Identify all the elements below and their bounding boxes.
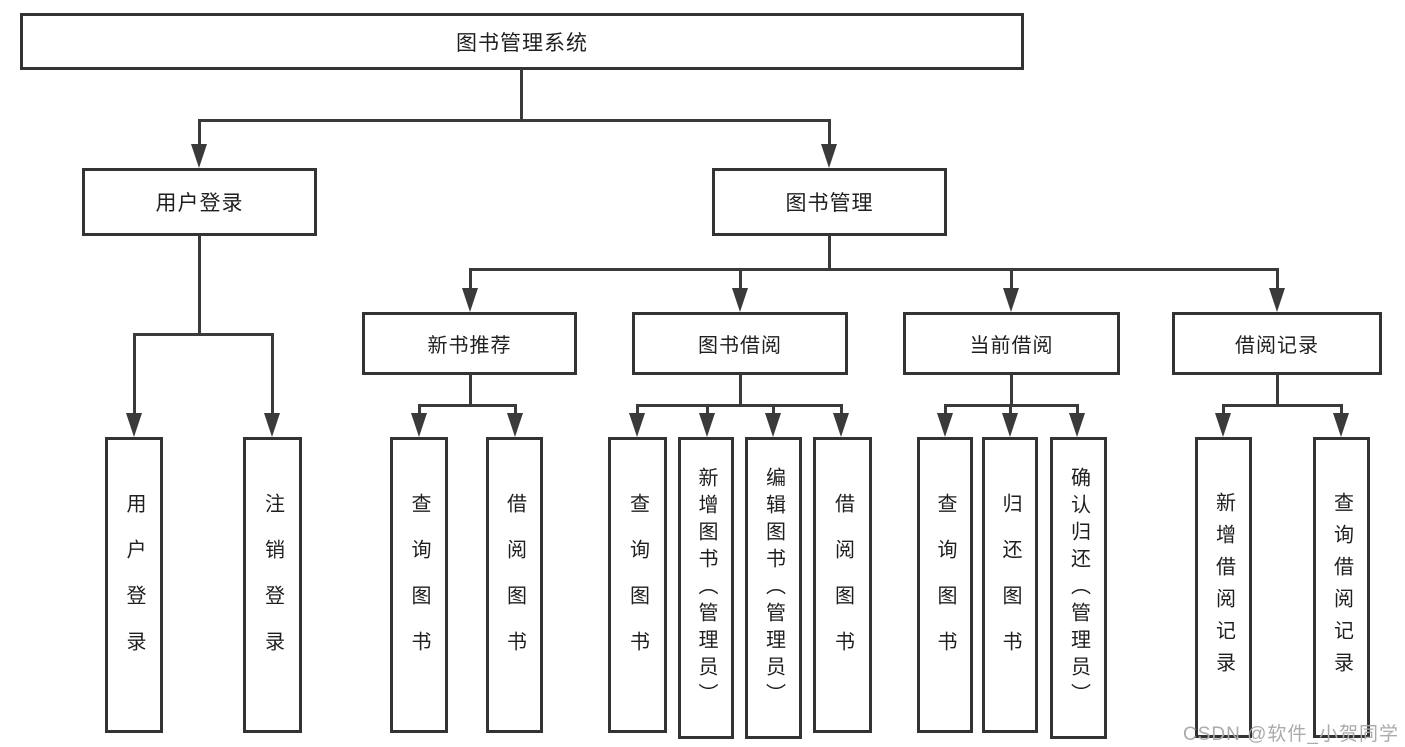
connector-line: [133, 333, 274, 336]
leaf-label: 查询图书: [626, 493, 649, 677]
arrowhead: [507, 413, 523, 437]
connector-line: [1009, 404, 1012, 415]
connector-line: [636, 404, 639, 415]
node-label: 图书管理系统: [456, 31, 588, 55]
node-current-borrow: 当前借阅: [903, 312, 1120, 375]
leaf-query-books-borrow: 查询图书: [608, 437, 667, 733]
leaf-label: 借阅图书: [831, 493, 854, 677]
node-label: 当前借阅: [969, 335, 1054, 357]
arrowhead: [264, 413, 280, 437]
arrowhead: [1333, 413, 1349, 437]
arrowhead: [833, 413, 849, 437]
node-user-login: 用户登录: [82, 168, 317, 236]
connector-line: [1222, 404, 1225, 415]
connector-line: [418, 404, 517, 407]
connector-line: [1010, 374, 1013, 407]
leaf-label: 归还图书: [999, 493, 1021, 677]
connector-line: [1010, 268, 1013, 290]
connector-line: [840, 404, 843, 415]
connector-line: [198, 235, 201, 336]
node-library-management-system: 图书管理系统: [20, 13, 1024, 70]
node-label: 新书推荐: [427, 335, 512, 357]
leaf-label: 用户登录: [123, 493, 145, 677]
connector-line: [469, 268, 1279, 271]
leaf-logout: 注销登录: [243, 437, 302, 733]
leaf-borrow-books-recommend: 借阅图书: [486, 437, 543, 733]
connector-line: [636, 404, 843, 407]
node-book-borrow: 图书借阅: [632, 312, 848, 375]
leaf-edit-books-admin: 编辑图书（管理员）: [745, 437, 802, 739]
connector-line: [514, 404, 517, 415]
connector-line: [739, 268, 742, 290]
node-label: 借阅记录: [1235, 335, 1319, 357]
connector-line: [739, 374, 742, 407]
arrowhead: [629, 413, 645, 437]
connector-line: [1076, 404, 1079, 415]
node-label: 图书管理: [785, 192, 874, 215]
leaf-label: 借阅图书: [503, 493, 526, 677]
connector-line: [198, 119, 201, 146]
leaf-label: 编辑图书（管理员）: [762, 466, 785, 710]
leaf-label: 查询借阅记录: [1330, 491, 1353, 684]
leaf-return-books: 归还图书: [982, 437, 1038, 733]
connector-line: [133, 333, 136, 415]
node-new-book-recommend: 新书推荐: [362, 312, 577, 375]
connector-line: [772, 404, 775, 415]
connector-line: [944, 404, 947, 415]
connector-line: [418, 404, 421, 415]
arrowhead: [821, 144, 837, 168]
arrowhead: [1002, 413, 1018, 437]
connector-line: [706, 404, 709, 415]
leaf-add-books-admin: 新增图书（管理员）: [678, 437, 734, 739]
arrowhead: [126, 413, 142, 437]
watermark: CSDN @软件_小贺同学: [1183, 724, 1399, 745]
connector-line: [469, 374, 472, 407]
leaf-label: 查询图书: [934, 493, 956, 677]
leaf-borrow-books: 借阅图书: [813, 437, 872, 733]
connector-line: [828, 235, 831, 270]
leaf-label: 新增借阅记录: [1212, 491, 1235, 684]
arrowhead: [191, 144, 207, 168]
connector-line: [469, 268, 472, 290]
arrowhead: [1003, 288, 1019, 312]
connector-line: [520, 69, 523, 121]
leaf-label: 注销登录: [261, 493, 284, 677]
arrowhead: [462, 288, 478, 312]
leaf-query-borrow-record: 查询借阅记录: [1313, 437, 1370, 738]
arrowhead: [1269, 288, 1285, 312]
connector-line: [1222, 404, 1343, 407]
leaf-confirm-return-admin: 确认归还（管理员）: [1050, 437, 1107, 739]
connector-line: [828, 119, 831, 146]
node-book-management: 图书管理: [712, 168, 947, 236]
arrowhead: [1069, 413, 1085, 437]
leaf-label: 查询图书: [408, 493, 430, 677]
leaf-query-books-current: 查询图书: [917, 437, 973, 733]
arrowhead: [937, 413, 953, 437]
node-label: 图书借阅: [698, 335, 782, 357]
leaf-user-login: 用户登录: [105, 437, 163, 733]
connector-line: [1276, 268, 1279, 290]
leaf-label: 新增图书（管理员）: [695, 466, 717, 710]
arrowhead: [1215, 413, 1231, 437]
connector-line: [198, 119, 831, 122]
connector-line: [1340, 404, 1343, 415]
connector-line: [271, 333, 274, 415]
arrowhead: [765, 413, 781, 437]
leaf-add-borrow-record: 新增借阅记录: [1195, 437, 1252, 738]
node-label: 用户登录: [155, 192, 244, 215]
connector-line: [1276, 374, 1279, 407]
leaf-query-books-recommend: 查询图书: [390, 437, 448, 733]
leaf-label: 确认归还（管理员）: [1067, 466, 1090, 710]
arrowhead: [732, 288, 748, 312]
arrowhead: [699, 413, 715, 437]
node-borrow-records: 借阅记录: [1172, 312, 1382, 375]
arrowhead: [411, 413, 427, 437]
